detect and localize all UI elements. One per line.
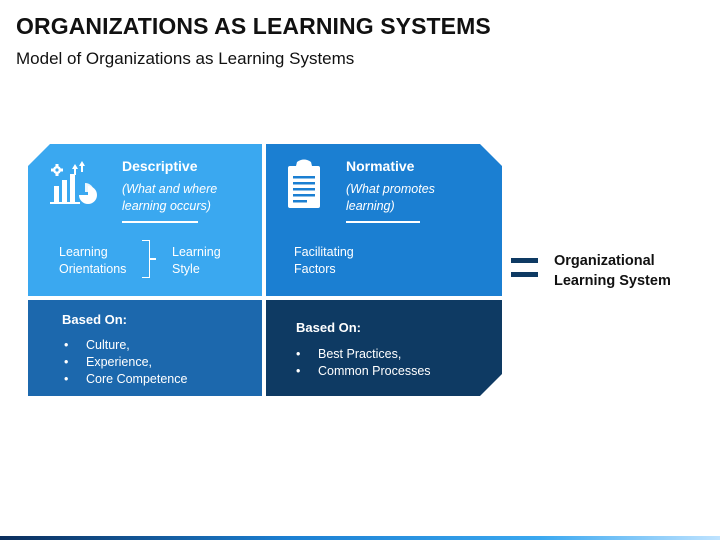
equals-icon — [511, 258, 538, 278]
bracket-tick — [150, 258, 156, 260]
list-item: Culture, — [58, 337, 187, 354]
descriptive-subtitle: (What and where learning occurs) — [122, 182, 218, 213]
list-item: Best Practices, — [290, 346, 431, 363]
based-on-left-title: Based On: — [62, 312, 128, 327]
descriptive-underline — [122, 221, 198, 223]
page-title: ORGANIZATIONS AS LEARNING SYSTEMS — [16, 13, 491, 39]
descriptive-title: Descriptive — [122, 158, 198, 174]
based-on-right-title: Based On: — [296, 320, 362, 335]
list-item: Experience, — [58, 354, 187, 371]
based-on-right-panel: Based On: Best Practices, Common Process… — [266, 300, 502, 396]
based-on-left-panel: Based On: Culture, Experience, Core Comp… — [28, 300, 262, 396]
result-label: Organizational Learning System — [554, 253, 671, 289]
normative-subtitle: (What promotes learning) — [346, 182, 435, 213]
clipboard-icon — [288, 160, 320, 208]
learning-style-label: Learning Style — [172, 245, 221, 276]
facilitating-factors-label: Facilitating Factors — [294, 245, 354, 276]
based-on-right-list: Best Practices, Common Processes — [290, 346, 431, 380]
list-item: Core Competence — [58, 371, 187, 388]
footer-bar — [0, 536, 720, 540]
page-subtitle: Model of Organizations as Learning Syste… — [16, 49, 355, 68]
descriptive-panel: Descriptive (What and where learning occ… — [28, 144, 262, 296]
normative-underline — [346, 221, 420, 223]
list-item: Common Processes — [290, 363, 431, 380]
based-on-left-list: Culture, Experience, Core Competence — [58, 337, 187, 388]
normative-panel: Normative (What promotes learning) Facil… — [266, 144, 502, 296]
learning-orientations-label: Learning Orientations — [59, 245, 127, 276]
normative-title: Normative — [346, 158, 415, 174]
bracket-divider — [142, 240, 150, 278]
chart-gear-icon — [50, 161, 97, 204]
